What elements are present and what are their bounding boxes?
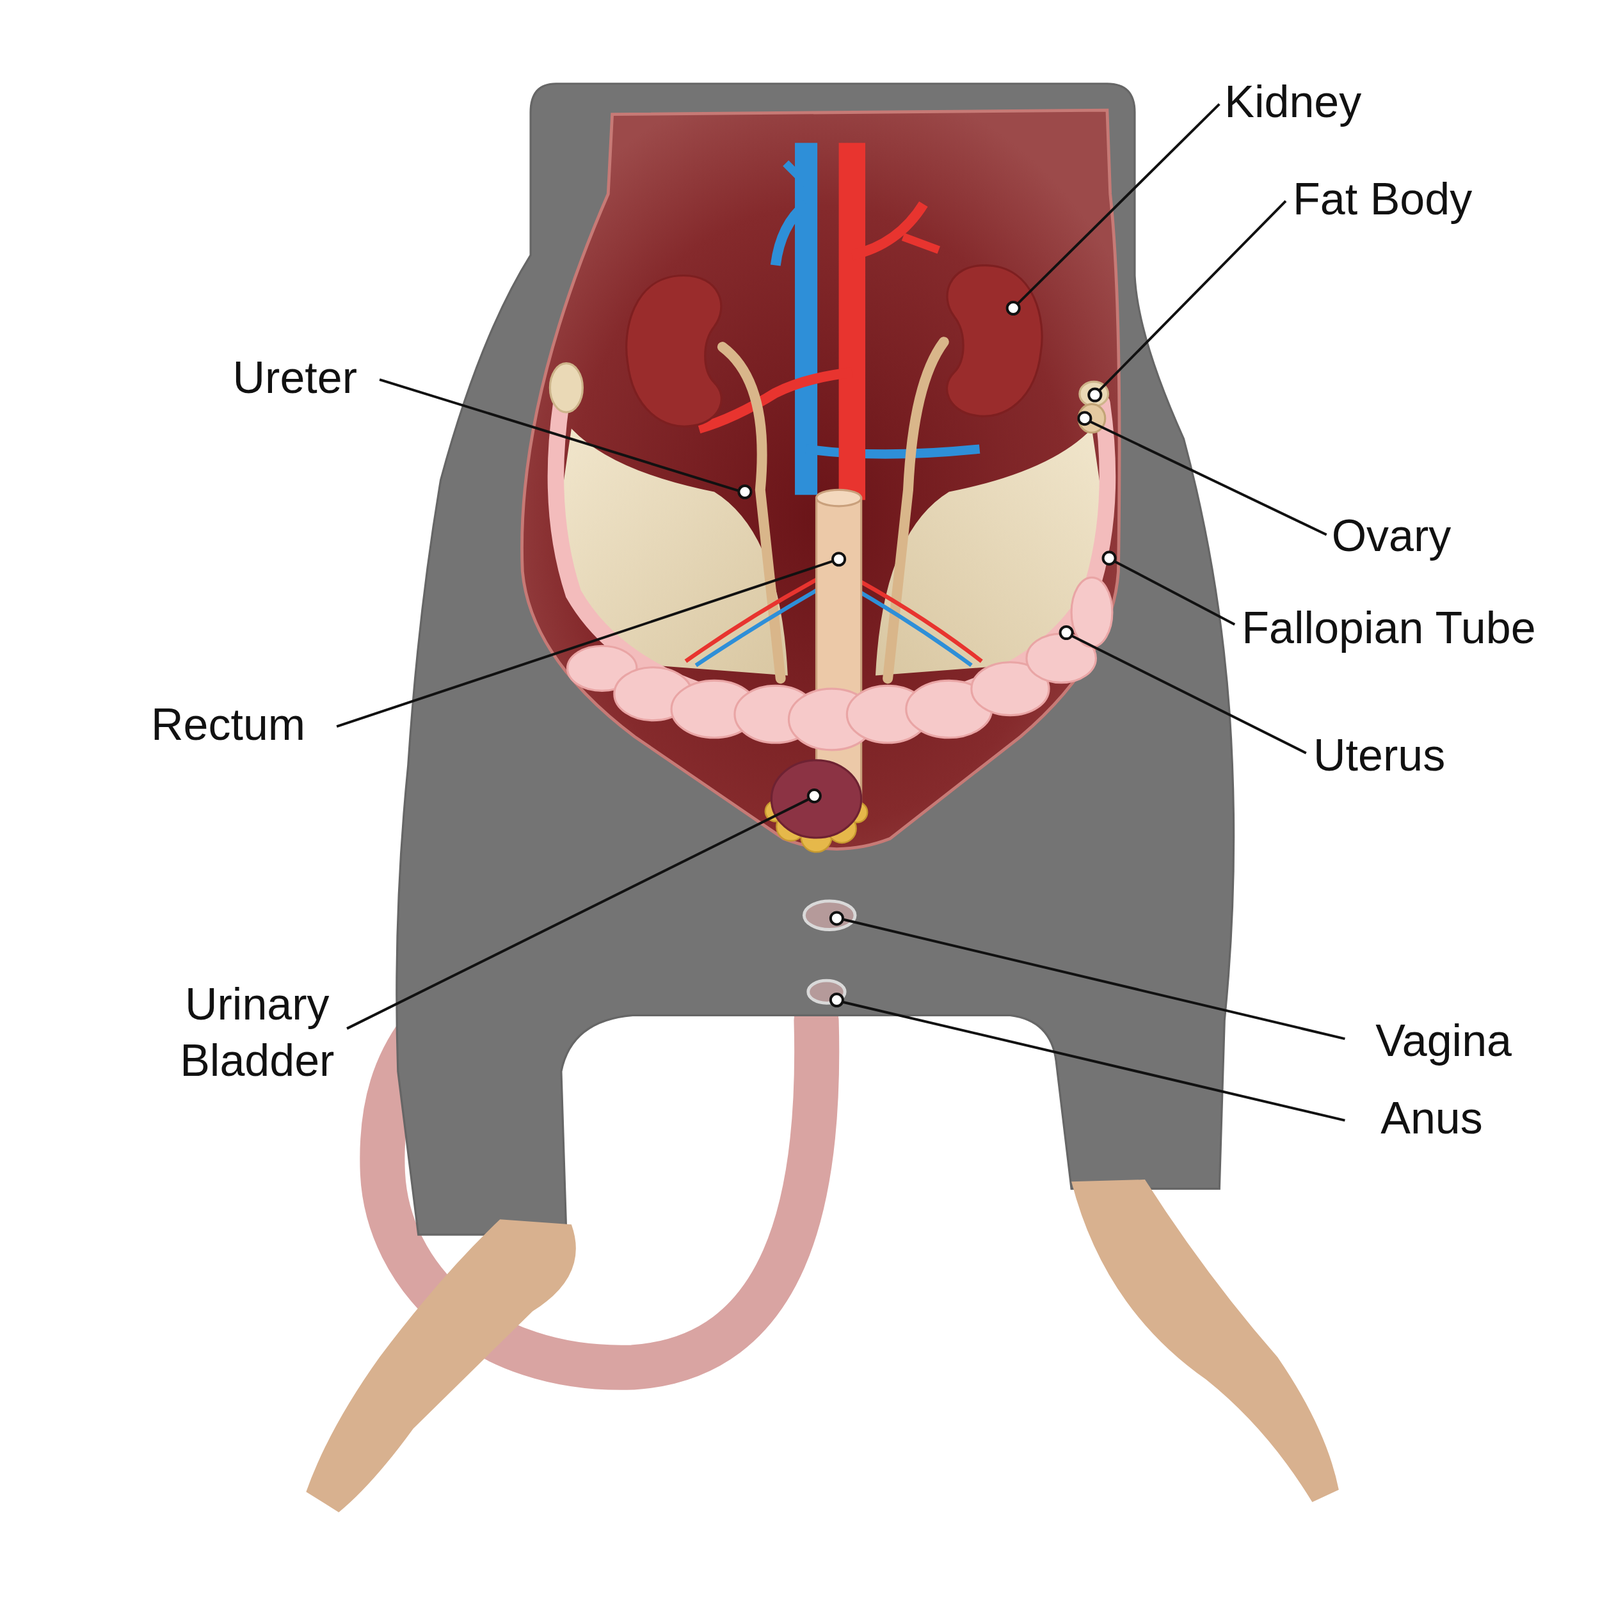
uterus [567,577,1112,750]
vein [794,142,818,495]
part-label: Rectum [151,697,306,752]
part-label: Fat Body [1292,172,1472,226]
uterine-horn [831,403,1108,708]
illustration-part [379,379,739,491]
uterine-horn [555,403,832,708]
leader-dots [738,302,1115,1007]
part-label: Ovary [1331,508,1452,563]
part-label: Fallopian Tube [1241,600,1536,655]
illustration-part [832,552,845,566]
artery-branch [851,204,924,256]
illustration-part [1103,552,1116,565]
part-label: Kidney [1224,74,1362,129]
rat-body [396,83,1234,1235]
illustration-part [1071,635,1307,753]
part-label: Uterus [1313,728,1446,783]
illustration-part [1071,577,1113,647]
rectum-end [816,489,862,507]
ovary [1078,403,1105,433]
urinary-bladder [771,760,861,838]
illustration-part [738,485,751,498]
illustration-part [842,1002,1345,1121]
kidney [947,265,1043,417]
part-label: Ureter [232,350,358,405]
artery-branch [903,236,939,251]
leader-lines [336,104,1345,1121]
part-label: Vagina [1375,1013,1512,1068]
left-foot [305,1219,576,1513]
vaginal-opening [803,901,856,930]
illustration-part [830,993,843,1007]
illustration-part [1088,388,1101,401]
illustration-part [1098,200,1286,392]
right-foot [1071,1179,1339,1503]
part-label: Anus [1380,1091,1483,1145]
artery [839,142,866,500]
kidney [626,275,722,427]
fat-body [549,363,583,413]
pelvic-vessel [695,581,832,666]
abdominal-cavity [522,110,1120,849]
fat-area [556,428,788,676]
vein-branch [785,163,807,184]
illustration-part [1078,412,1091,425]
part-label: Urinary Bladder [161,976,354,1089]
illustration-part [808,789,821,802]
illustration-part [1060,626,1073,639]
illustration-part [1114,561,1235,625]
illustration-part [346,798,809,1029]
pelvic-vessel [841,571,982,662]
illustration-part [1017,104,1220,305]
illustration-part [830,912,843,925]
illustration-part [1007,302,1020,315]
rectum [816,497,862,804]
illustration-part [1089,421,1327,535]
vein-branch [806,449,980,455]
vein-branch [775,204,807,266]
illustration-part [336,561,833,727]
